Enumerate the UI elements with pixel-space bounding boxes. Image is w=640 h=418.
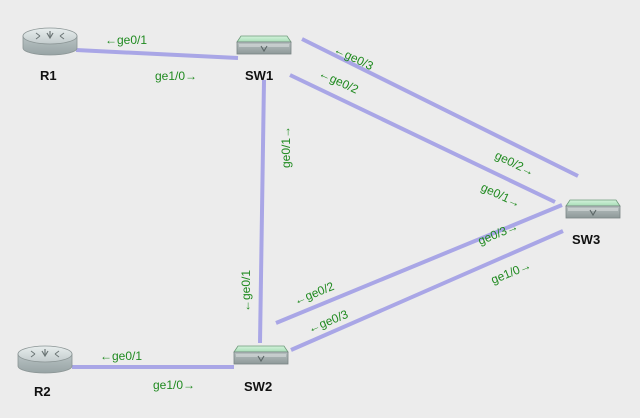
link-sw2-sw3-lower [290,229,564,352]
port-label-sw1-ge0-3: ←ge0/3 [332,42,376,73]
device-label-r2: R2 [34,384,51,399]
link-sw1-sw3-upper [301,37,579,178]
device-label-r1: R1 [40,68,57,83]
device-label-sw3: SW3 [572,232,600,247]
router-icon [22,27,78,56]
switch-sw2[interactable]: SW2 [233,345,289,394]
port-label-sw1-ge1-0: ge1/0→ [155,69,197,83]
link-sw1-sw2 [258,79,266,344]
device-label-sw2: SW2 [244,379,272,394]
port-label-sw3-ge0-3: ge0/3→ [476,219,520,248]
link-r1-sw1 [75,48,239,60]
router-r1[interactable]: R1 [22,27,78,83]
port-label-sw2-ge0-3: ←ge0/3 [306,307,351,336]
link-sw2-sw3-upper [275,203,563,325]
switch-sw3[interactable]: SW3 [565,199,621,247]
port-label-r1-ge0-1: ←ge0/1 [105,33,147,47]
switch-icon [233,345,289,365]
port-label-sw1-ge0-1: ge0/1→ [279,126,293,168]
port-label-r2-ge0-1: ←ge0/1 [100,349,142,363]
port-label-sw2-ge0-2: ←ge0/2 [292,279,337,308]
port-label-sw2-ge0-1: ←ge0/1 [239,270,253,312]
link-sw1-sw3-lower [289,73,556,204]
switch-icon [565,199,621,219]
device-label-sw1: SW1 [245,68,273,83]
router-r2[interactable]: R2 [17,345,73,399]
router-icon [17,345,73,374]
port-label-sw2-ge1-0: ge1/0→ [153,378,195,392]
switch-sw1[interactable]: SW1 [236,35,292,83]
switch-icon [236,35,292,55]
